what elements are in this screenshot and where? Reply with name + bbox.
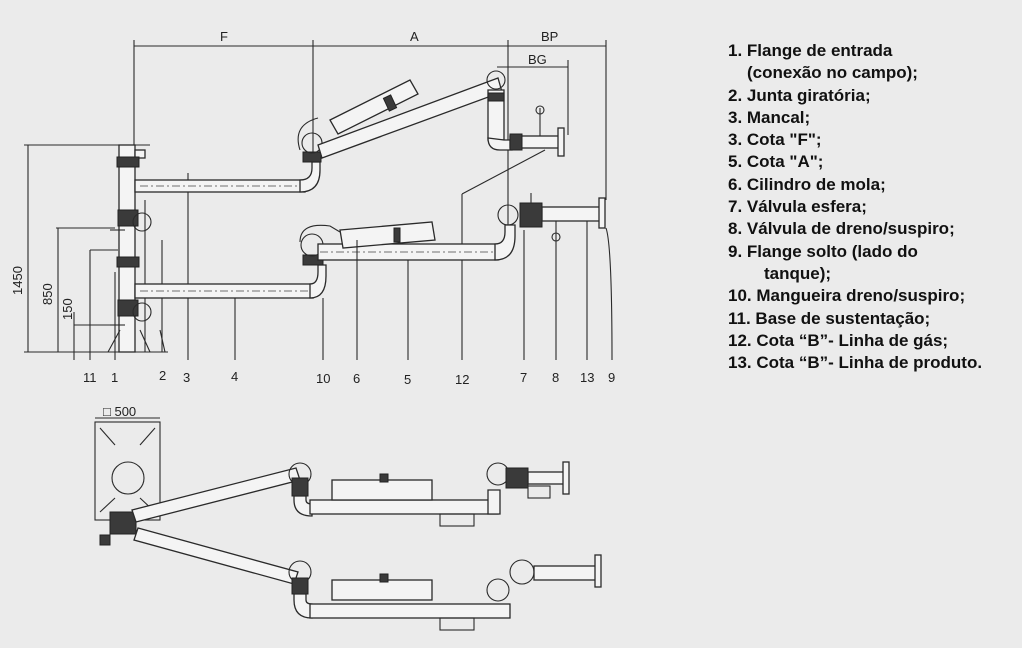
callout-4: 4	[231, 369, 238, 384]
dim-Bp: BP	[541, 29, 558, 44]
callout-12: 12	[455, 372, 469, 387]
legend-item-12: 12. Cota “B”- Linha de gás;	[728, 330, 949, 350]
legend-item-4: 3. Cota "F";	[728, 130, 822, 150]
callout-5: 5	[404, 372, 411, 387]
callout-8: 8	[552, 370, 559, 385]
legend-item-11: 11. Base de sustentação;	[728, 308, 931, 328]
callout-10: 10	[316, 371, 330, 386]
callout-9: 9	[608, 370, 615, 385]
legend-item-1: 1. Flange de entrada	[728, 41, 893, 60]
dim-square-500: □ 500	[103, 404, 136, 419]
dim-A: A	[410, 29, 419, 44]
callout-1: 1	[111, 370, 118, 385]
dim-150: 150	[60, 298, 75, 320]
legend-item-10: 10. Mangueira dreno/suspiro;	[728, 286, 966, 306]
dimension-lines	[24, 40, 607, 360]
dim-F: F	[220, 29, 228, 44]
lower-arm	[89, 193, 613, 361]
legend-item-8: 8. Válvula de dreno/suspiro;	[728, 219, 955, 239]
legend-item-9: 9. Flange solto (lado do	[728, 241, 918, 261]
legend-item-6: 6. Cilindro de mola;	[728, 174, 886, 194]
callout-11: 11	[83, 370, 97, 385]
legend-item-3: 3. Mancal;	[728, 107, 811, 127]
legend-item-13: 13. Cota “B”- Linha de produto.	[728, 353, 983, 373]
legend-item-9-cont: tanque);	[764, 263, 832, 283]
riser-column	[107, 144, 189, 360]
callout-3: 3	[183, 370, 190, 385]
callout-7: 7	[520, 370, 527, 385]
upper-arm	[134, 70, 565, 360]
callout-6: 6	[353, 371, 360, 386]
dim-850: 850	[40, 283, 55, 305]
legend-item-2: 2. Junta giratória;	[728, 85, 871, 105]
legend-item-5: 5. Cota "A";	[728, 152, 824, 172]
dim-Bg: BG	[528, 52, 547, 67]
legend-list: 1. Flange de entrada (conexão no campo);…	[728, 40, 982, 374]
legend-item-1-cont: (conexão no campo);	[747, 63, 918, 83]
callout-2: 2	[159, 368, 166, 383]
callout-labels: 11 1 2 3 4 10 6 5 12 7 8 13 9	[83, 368, 615, 387]
plan-view: □ 500	[94, 404, 602, 631]
dim-1450: 1450	[10, 266, 25, 295]
callout-13: 13	[580, 370, 594, 385]
legend-item-7: 7. Válvula esfera;	[728, 197, 867, 217]
